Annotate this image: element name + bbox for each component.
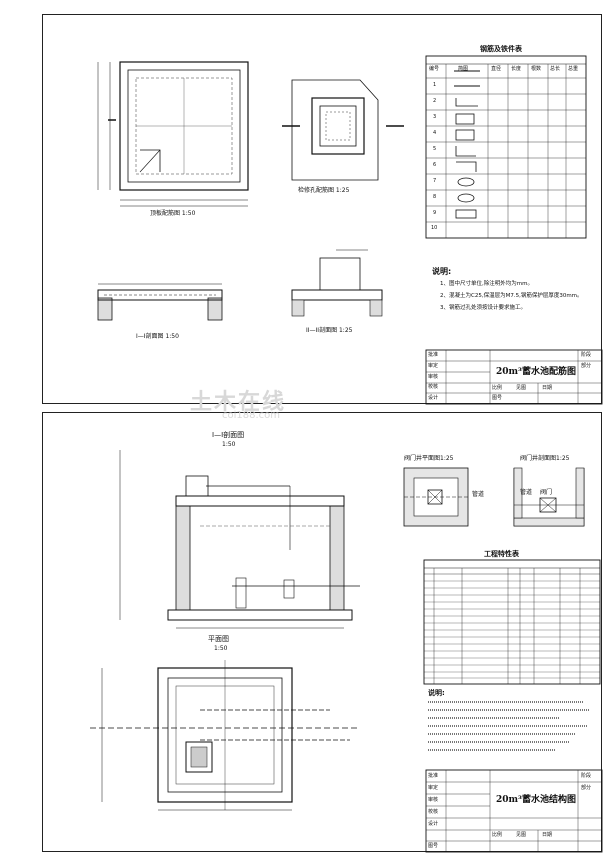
title-block-date: 日期 [542, 385, 553, 391]
note-line: 3、钢筋过孔处须按设计要求施工。 [440, 305, 527, 311]
view-label-valve-plan: 阀门井平面图1:25 [404, 455, 454, 462]
title-block-see-drawing: 见图 [516, 385, 527, 391]
watermark-url: coi188.com [222, 410, 281, 421]
valve-label-valve: 阀门 [540, 489, 553, 496]
title-block-row: 审定 [428, 363, 439, 369]
structure-drawing-graphics [90, 450, 603, 853]
title-block-row: 设计 [428, 395, 439, 401]
title-block-row: 审核 [428, 797, 439, 803]
view-label-plan: 顶板配筋图 1:50 [150, 210, 196, 217]
title-block-row: 校核 [428, 384, 439, 390]
title-block-drawing-no: 图号 [492, 395, 503, 401]
title-block-row: 批准 [428, 352, 439, 358]
title-block-row: 校核 [428, 809, 439, 815]
title-block-row: 审定 [428, 785, 439, 791]
drawing-title: 20m³蓄水池配筋图 [496, 367, 576, 377]
drawing-sheet-structure: I—I剖面图 1:50 平面图 1:50 阀门井平面图1:25 阀门井剖面图1:… [0, 410, 610, 861]
table-header-sketch: 简图 [458, 66, 469, 72]
title-block-date: 日期 [542, 832, 553, 838]
drawing-title: 20m³蓄水池结构图 [496, 795, 576, 805]
watermark: 土木在线 [190, 390, 287, 415]
table-header-total-weight: 总重 [568, 66, 579, 72]
title-block-row: 设计 [428, 821, 439, 827]
title-block-row: 审核 [428, 374, 439, 380]
title-block-stage: 阶段 [581, 352, 592, 358]
table-header-no: 编号 [429, 66, 440, 72]
characteristics-table-title: 工程特性表 [484, 550, 519, 558]
table-header-diameter: 直径 [491, 66, 502, 72]
table-header-length: 长度 [511, 66, 522, 72]
view-label-section-1: I—I剖面图 1:50 [136, 333, 179, 340]
table-header-total-length: 总长 [550, 66, 561, 72]
valve-label-pipe: 管道 [472, 491, 485, 498]
title-block-scale: 比例 [492, 385, 503, 391]
note-line: 2、混凝土为C25,保温层为M7.5,钢筋保护层厚度30mm。 [440, 293, 583, 299]
title-block-part: 部分 [581, 785, 592, 791]
title-block-see-drawing: 见图 [516, 832, 527, 838]
row-number: 8 [433, 194, 437, 200]
title-block-part: 部分 [581, 363, 592, 369]
view-label-plan: 平面图 [208, 635, 229, 643]
sheet-frame [42, 14, 602, 404]
sheet-frame [42, 412, 602, 852]
row-number: 3 [433, 114, 437, 120]
title-block-row: 批准 [428, 773, 439, 779]
row-number: 2 [433, 98, 437, 104]
note-line: 1、图中尺寸单位,除注明外均为mm。 [440, 281, 533, 287]
view-scale-plan: 1:50 [214, 645, 228, 652]
table-header-count: 根数 [531, 66, 542, 72]
view-label-section: I—I剖面图 [212, 431, 245, 439]
reinforcement-drawing-graphics [97, 55, 603, 405]
view-label-section-2: II—II剖面图 1:25 [306, 327, 353, 334]
notes-title: 说明: [428, 689, 445, 697]
row-number: 6 [433, 162, 437, 168]
row-number: 5 [433, 146, 437, 152]
title-block-drawing-no: 图号 [428, 843, 439, 849]
title-block-scale: 比例 [492, 832, 503, 838]
valve-label-pipe: 管道 [520, 489, 533, 496]
notes-title: 说明: [432, 267, 452, 276]
row-number: 7 [433, 178, 437, 184]
row-number: 1 [433, 82, 437, 88]
drawing-sheet-reinforcement: 钢筋及铁件表 编号 简图 直径 长度 根数 总长 总重 1 2 3 4 5 6 … [0, 0, 610, 410]
view-label-detail: 检修孔配筋图 1:25 [298, 187, 350, 194]
row-number: 4 [433, 130, 437, 136]
title-block-stage: 阶段 [581, 773, 592, 779]
table-title: 钢筋及铁件表 [480, 45, 522, 53]
row-number: 9 [433, 210, 437, 216]
view-label-valve-section: 阀门井剖面图1:25 [520, 455, 570, 462]
view-scale-section: 1:50 [222, 441, 236, 448]
row-number: 10 [431, 225, 438, 231]
